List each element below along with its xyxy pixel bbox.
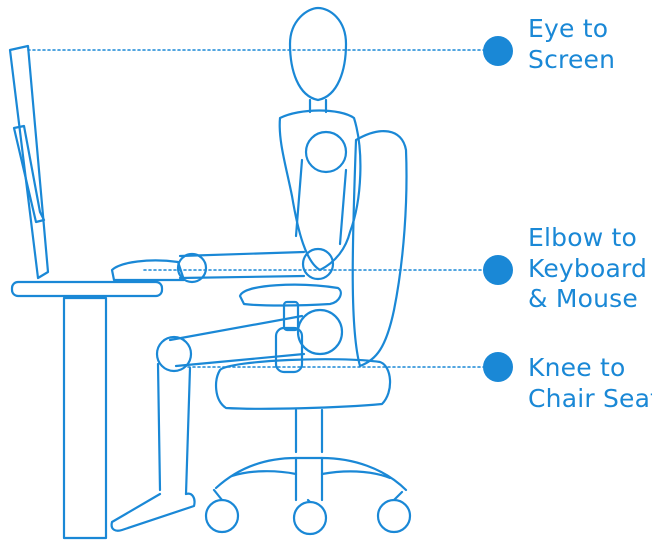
leader-lines	[28, 50, 484, 367]
eye-to-screen-label: Eye to Screen	[528, 14, 615, 75]
elbow-label-line2: Keyboard	[528, 254, 647, 285]
monitor-illustration	[10, 46, 48, 278]
desk-illustration	[12, 282, 162, 538]
eye-marker-dot	[483, 36, 513, 66]
elbow-label-line3: & Mouse	[528, 284, 647, 315]
eye-label-line1: Eye to	[528, 14, 615, 45]
knee-to-chair-seat-label: Knee to Chair Seat	[528, 353, 652, 414]
eye-label-line2: Screen	[528, 45, 615, 76]
office-chair-illustration	[206, 131, 410, 534]
marker-dots	[483, 36, 513, 382]
keyboard-illustration	[112, 260, 184, 280]
elbow-label-line1: Elbow to	[528, 223, 647, 254]
elbow-marker-dot	[483, 255, 513, 285]
knee-marker-dot	[483, 352, 513, 382]
elbow-to-keyboard-label: Elbow to Keyboard & Mouse	[528, 223, 647, 315]
knee-label-line2: Chair Seat	[528, 384, 652, 415]
knee-label-line1: Knee to	[528, 353, 652, 384]
